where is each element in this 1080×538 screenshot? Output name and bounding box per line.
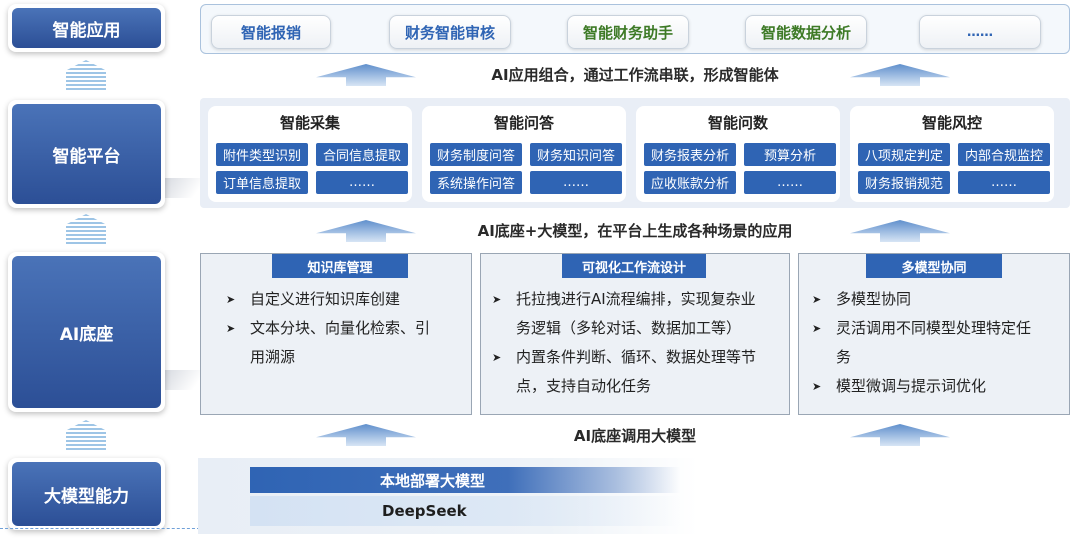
base-section-title: 多模型协同 — [866, 254, 1002, 278]
base-bullets: 自定义进行知识库创建 文本分块、向量化检索、引 用溯源 — [226, 285, 466, 372]
divider-line — [0, 528, 200, 529]
chip-item[interactable]: 财务制度问答 — [430, 143, 522, 166]
platform-group-title: 智能采集 — [279, 114, 340, 132]
bullet-item: 文本分块、向量化检索、引 用溯源 — [226, 314, 466, 372]
chip-item[interactable]: …… — [958, 171, 1050, 194]
app-item-label: 财务智能审核 — [404, 23, 495, 42]
platform-group-title: 智能问答 — [493, 114, 554, 132]
up-arrow-icon — [850, 64, 950, 86]
chip-item[interactable]: 财务知识问答 — [530, 143, 622, 166]
base-bullets: 多模型协同 灵活调用不同模型处理特定任 务 模型微调与提示词优化 — [812, 285, 1062, 401]
chip-item[interactable]: 八项规定判定 — [858, 143, 950, 166]
model-name-label: DeepSeek — [382, 502, 467, 520]
connector-stripes-icon — [66, 60, 106, 90]
bullet-item: 托拉拽进行AI流程编排，实现复杂业 务逻辑（多轮对话、数据加工等） — [492, 285, 788, 343]
model-deploy-band: 本地部署大模型 — [250, 467, 680, 493]
base-bullets: 托拉拽进行AI流程编排，实现复杂业 务逻辑（多轮对话、数据加工等） 内置条件判断… — [492, 285, 788, 401]
bullet-line: 务 — [836, 348, 852, 366]
layer-label-model: 大模型能力 — [8, 458, 165, 530]
chip-item[interactable]: …… — [530, 171, 622, 194]
bullet-item: 多模型协同 — [812, 285, 1062, 314]
bullet-line: 灵活调用不同模型处理特定任 — [836, 319, 1032, 337]
app-panel: 智能报销 财务智能审核 智能财务助手 智能数据分析 …… — [200, 4, 1070, 54]
bullet-line: 内置条件判断、循环、数据处理等节 — [516, 348, 757, 366]
chip-item[interactable]: 预算分析 — [744, 143, 836, 166]
layer-label-platform: 智能平台 — [8, 100, 165, 208]
chip-item[interactable]: 财务报销规范 — [858, 171, 950, 194]
up-arrow-icon — [316, 424, 416, 446]
connector-stripes-icon — [66, 214, 106, 244]
app-item-analysis[interactable]: 智能数据分析 — [745, 15, 867, 49]
bullet-item: 自定义进行知识库创建 — [226, 285, 466, 314]
app-item-audit[interactable]: 财务智能审核 — [389, 15, 511, 49]
app-item-label: 智能报销 — [240, 23, 301, 42]
bullet-line: 用溯源 — [250, 348, 296, 366]
chip-item[interactable]: 附件类型识别 — [216, 143, 308, 166]
bullet-line: 多模型协同 — [836, 290, 912, 308]
up-arrow-icon — [850, 220, 950, 242]
chip-item[interactable]: 系统操作问答 — [430, 171, 522, 194]
up-arrow-icon — [850, 424, 950, 446]
platform-group-title: 智能风控 — [921, 114, 982, 132]
layer-label-model-text: 大模型能力 — [12, 462, 161, 526]
chip-item[interactable]: 应收账款分析 — [644, 171, 736, 194]
model-deploy-label: 本地部署大模型 — [380, 471, 486, 490]
app-item-label: …… — [967, 24, 993, 40]
chip-item[interactable]: …… — [744, 171, 836, 194]
layer-label-base-text: AI底座 — [12, 256, 161, 408]
bullet-line: 模型微调与提示词优化 — [836, 377, 987, 395]
bullet-item: 模型微调与提示词优化 — [812, 372, 1062, 401]
connector-stripes-icon — [66, 420, 106, 450]
base-section-title: 知识库管理 — [272, 254, 408, 278]
model-name-band: DeepSeek — [250, 496, 680, 526]
caption-app: AI应用组合，通过工作流串联，形成智能体 — [491, 66, 779, 84]
platform-group-title: 智能问数 — [707, 114, 768, 132]
chip-item[interactable]: 合同信息提取 — [316, 143, 408, 166]
chip-item[interactable]: 财务报表分析 — [644, 143, 736, 166]
layer-label-app-text: 智能应用 — [12, 8, 161, 48]
caption-platform: AI底座+大模型，在平台上生成各种场景的应用 — [477, 222, 793, 240]
base-section-title: 可视化工作流设计 — [562, 254, 706, 278]
up-arrow-icon — [316, 64, 416, 86]
layer-label-base: AI底座 — [8, 252, 165, 412]
bullet-line: 托拉拽进行AI流程编排，实现复杂业 — [516, 290, 756, 308]
app-item-expense[interactable]: 智能报销 — [211, 15, 331, 49]
chip-item[interactable]: …… — [316, 171, 408, 194]
bullet-line: 文本分块、向量化检索、引 — [250, 319, 431, 337]
bullet-line: 自定义进行知识库创建 — [250, 290, 401, 308]
app-item-assistant[interactable]: 智能财务助手 — [567, 15, 689, 49]
chip-item[interactable]: 订单信息提取 — [216, 171, 308, 194]
app-item-label: 智能财务助手 — [582, 23, 673, 42]
app-item-more[interactable]: …… — [919, 15, 1041, 49]
layer-label-app: 智能应用 — [8, 4, 165, 52]
bullet-line: 务逻辑（多轮对话、数据加工等） — [516, 319, 742, 337]
up-arrow-icon — [316, 220, 416, 242]
app-item-label: 智能数据分析 — [760, 23, 851, 42]
bullet-line: 点，支持自动化任务 — [516, 377, 652, 395]
chip-item[interactable]: 内部合规监控 — [958, 143, 1050, 166]
caption-base: AI底座调用大模型 — [573, 427, 697, 445]
layer-label-platform-text: 智能平台 — [12, 104, 161, 204]
bullet-item: 灵活调用不同模型处理特定任 务 — [812, 314, 1062, 372]
bullet-item: 内置条件判断、循环、数据处理等节 点，支持自动化任务 — [492, 343, 788, 401]
